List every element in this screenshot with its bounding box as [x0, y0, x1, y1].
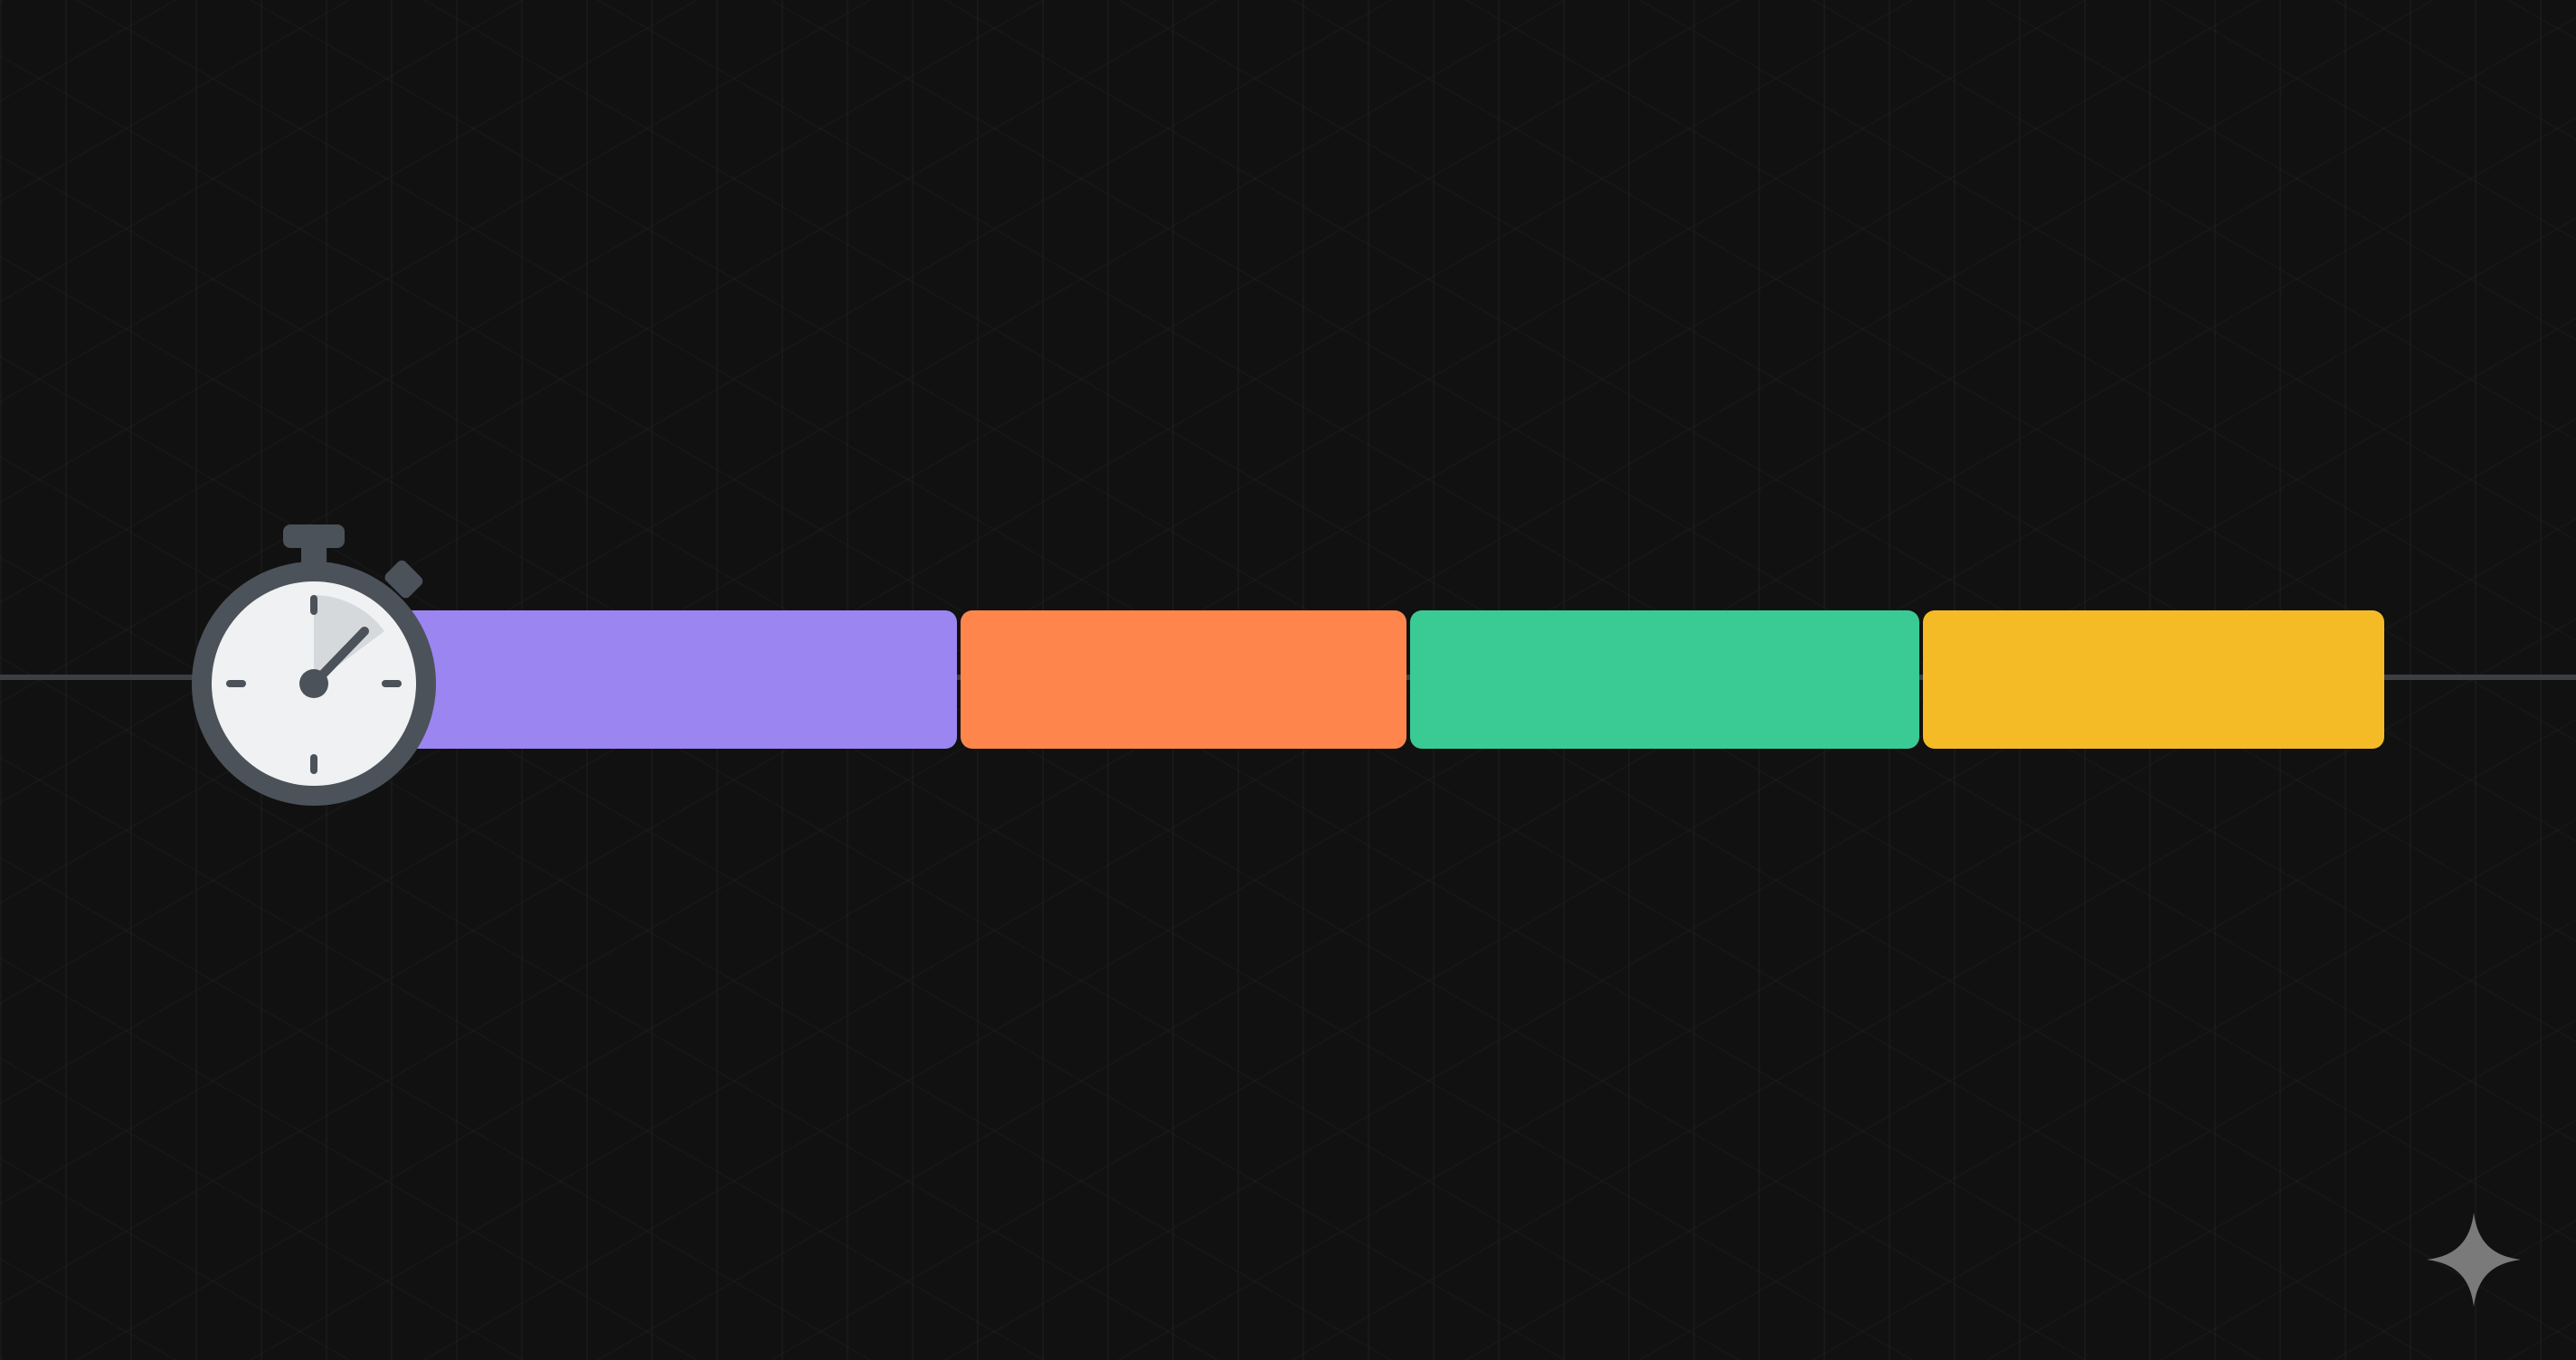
- timeline-segment-4: [1923, 610, 2384, 749]
- timeline-segment-2: [961, 610, 1406, 749]
- stopwatch-icon: [192, 524, 436, 806]
- sparkle-icon: [2427, 1213, 2521, 1307]
- timeline-segment-1: [389, 610, 957, 749]
- timeline-segment-3: [1410, 610, 1919, 749]
